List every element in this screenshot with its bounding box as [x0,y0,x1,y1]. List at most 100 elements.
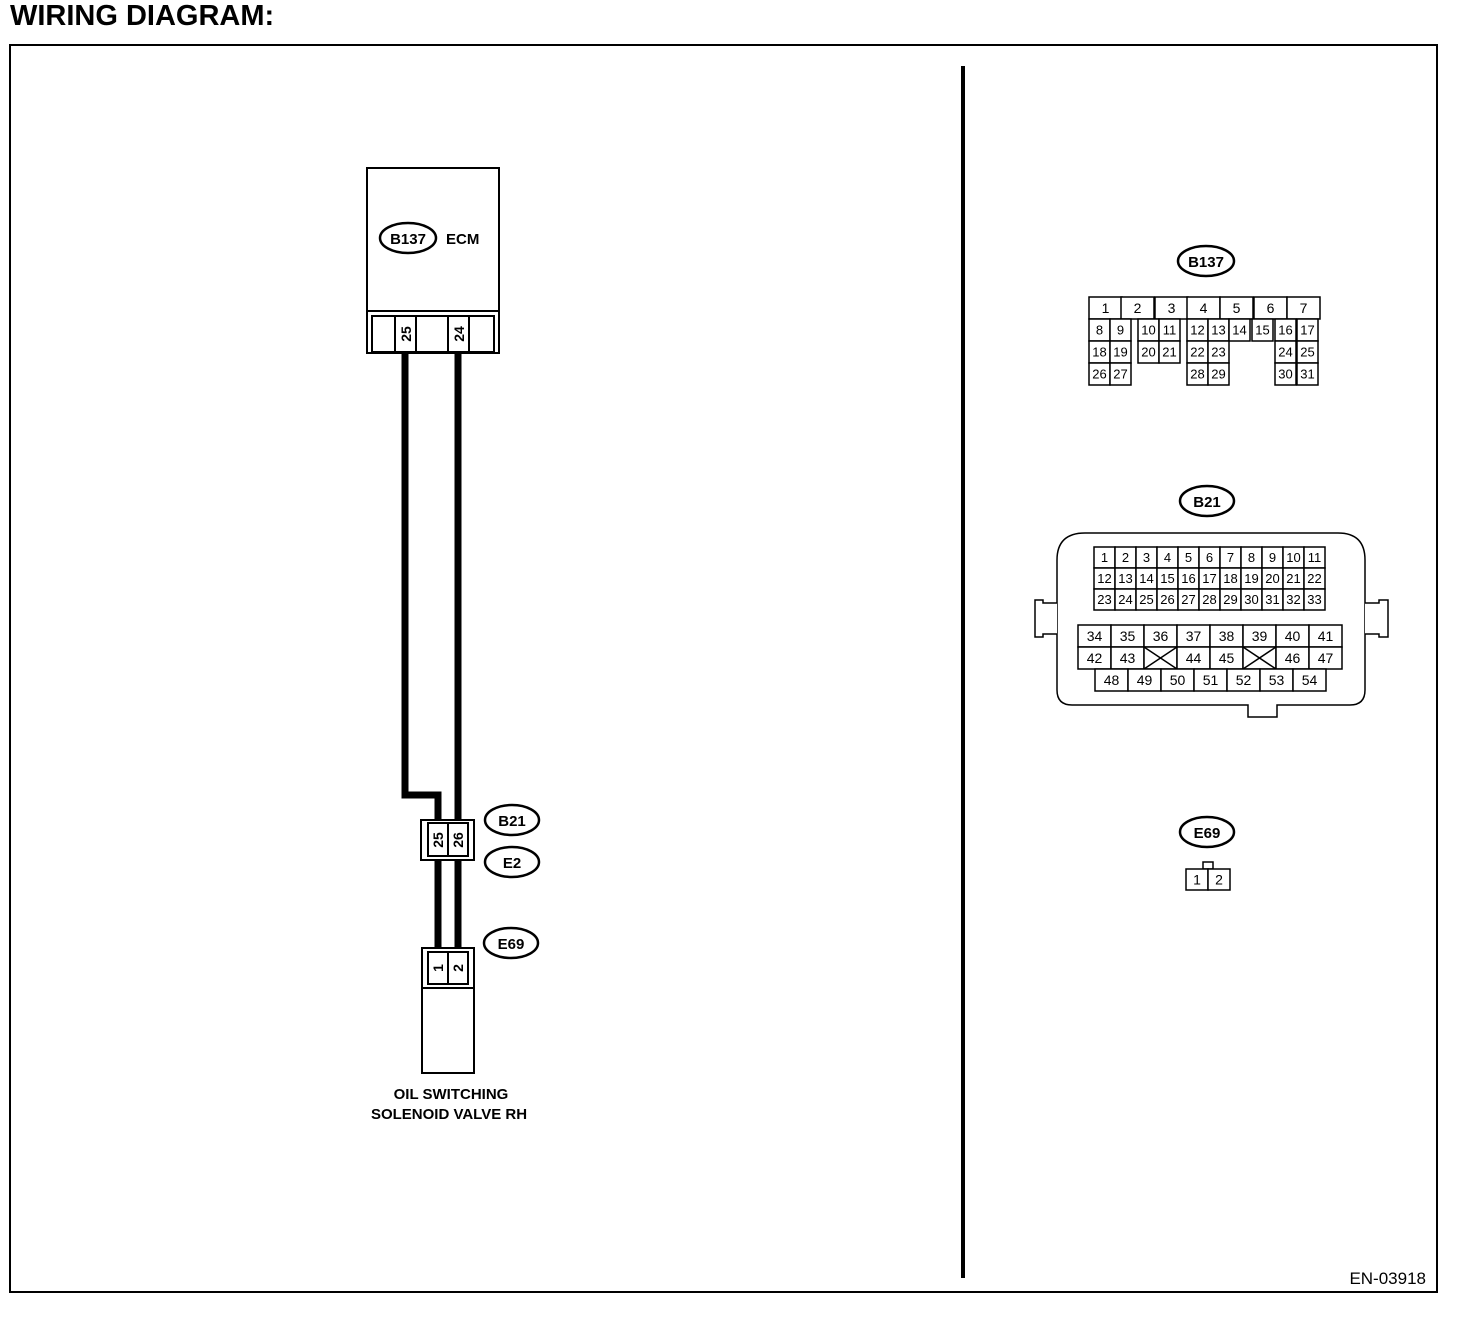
pin-number: 23 [1211,345,1225,360]
pin-cell [1207,362,1230,386]
b21-connector-label: B21 [498,813,526,830]
pin-number: 11 [1163,323,1177,338]
pin-number: 19 [1113,345,1127,360]
b137-view-label: B137 [1188,254,1224,271]
pin-number: 32 [1286,592,1300,607]
pin-number: 16 [1278,323,1292,338]
b21-view-label: B21 [1193,494,1221,511]
pin-number: 26 [1092,367,1106,382]
pin-number: 39 [1252,628,1268,644]
pin-number: 53 [1269,672,1285,688]
pin-number: 49 [1137,672,1153,688]
pin-number: 29 [1211,367,1225,382]
pin-number: 48 [1104,672,1120,688]
pin-cell [1228,318,1251,342]
pin-number: 15 [1160,571,1174,586]
pin-number: 43 [1120,650,1136,666]
pin-number: 10 [1286,550,1300,565]
pin-number: 11 [1308,550,1322,565]
pin-number: 9 [1269,550,1276,565]
pin-number: 14 [1139,571,1153,586]
ecm-connector-badge [378,221,438,255]
pin-cell [1251,318,1274,342]
blank-pin-cross [1143,646,1178,670]
pin-number: 7 [1227,550,1234,565]
pin-number: 25 [1300,345,1314,360]
e69-view-key [1202,861,1214,870]
pin-number: 1 [1102,300,1110,316]
pin-number: 37 [1186,628,1202,644]
pin-number: 22 [1307,571,1321,586]
pin-number: 40 [1285,628,1301,644]
pin-number: 21 [1162,345,1176,360]
pin-number: 4 [1164,550,1171,565]
pin-number: 26 [1160,592,1174,607]
pin-number: 2 [1215,872,1223,888]
e69-view-badge [1178,815,1236,849]
pin-number: 44 [1186,650,1202,666]
b21-left-latch [1034,599,1057,638]
ecm-terminal-24: 24 [451,326,467,342]
joint-connector: 25 26 B21 E2 [420,803,541,879]
e2-connector-label: E2 [503,855,521,872]
e69-view-label: E69 [1194,825,1221,842]
pin-number: 18 [1092,345,1106,360]
b137-view-badge [1176,244,1236,278]
wire-ecm25-b21-25 [401,352,442,822]
pin-number: 10 [1141,323,1155,338]
e69-terminal-1: 1 [430,964,446,972]
pin-number: 25 [1139,592,1153,607]
joint-terminal-25: 25 [430,832,446,848]
pin-number: 22 [1190,345,1204,360]
pin-number: 54 [1302,672,1318,688]
pin-number: 18 [1223,571,1237,586]
pin-cell [1303,588,1326,611]
pin-number: 28 [1202,592,1216,607]
pin-cell [1296,362,1319,386]
pin-number: 24 [1278,345,1292,360]
pin-number: 1 [1101,550,1108,565]
ecm-connector-label: B137 [390,231,426,248]
pin-number: 21 [1286,571,1300,586]
pin-number: 12 [1190,323,1204,338]
pin-number: 3 [1168,300,1176,316]
diagram-frame [9,44,1438,1293]
blank-pin-cross [1242,646,1277,670]
pin-number: 2 [1122,550,1129,565]
pin-number: 29 [1223,592,1237,607]
pin-number: 7 [1300,300,1308,316]
pin-number: 31 [1300,367,1314,382]
pin-number: 36 [1153,628,1169,644]
pin-number: 23 [1097,592,1111,607]
pin-number: 4 [1200,300,1208,316]
pin-number: 35 [1120,628,1136,644]
pin-number: 30 [1278,367,1292,382]
pin-number: 5 [1233,300,1241,316]
ecm-terminal-25: 25 [398,326,414,342]
pin-number: 33 [1307,592,1321,607]
pin-number: 17 [1300,323,1314,338]
solenoid-label-line2: SOLENOID VALVE RH [371,1106,527,1123]
pin-number: 20 [1265,571,1279,586]
pin-number: 41 [1318,628,1334,644]
e69-connector-badge [482,926,540,960]
pin-number: 13 [1118,571,1132,586]
pin-number: 34 [1087,628,1103,644]
pin-number: 52 [1236,672,1252,688]
pin-cell [1207,868,1231,891]
pin-number: 12 [1097,571,1111,586]
pin-number: 16 [1181,571,1195,586]
pin-number: 27 [1181,592,1195,607]
pin-number: 50 [1170,672,1186,688]
pin-number: 28 [1190,367,1204,382]
pin-number: 1 [1193,872,1201,888]
pin-number: 15 [1255,323,1269,338]
ecm-name-label: ECM [446,231,479,248]
pin-number: 30 [1244,592,1258,607]
pin-number: 13 [1211,323,1225,338]
ecm-connector-inner [371,315,495,353]
